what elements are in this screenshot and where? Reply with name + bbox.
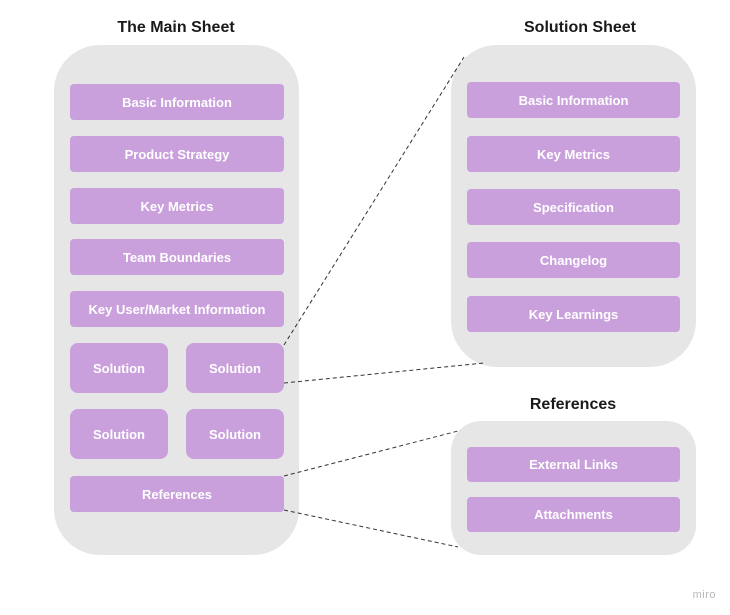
connector-solution-top bbox=[283, 56, 465, 346]
main-basic-information[interactable]: Basic Information bbox=[70, 84, 284, 120]
main-sheet-title: The Main Sheet bbox=[117, 19, 235, 36]
miro-watermark: miro bbox=[692, 589, 716, 601]
solution-basic-information[interactable]: Basic Information bbox=[467, 82, 680, 118]
main-solution-3[interactable]: Solution bbox=[70, 409, 168, 459]
solution-key-metrics[interactable]: Key Metrics bbox=[467, 136, 680, 172]
main-solution-2[interactable]: Solution bbox=[186, 343, 284, 393]
references-sheet-title: References bbox=[529, 396, 617, 413]
references-external-links[interactable]: External Links bbox=[467, 447, 680, 482]
main-key-metrics[interactable]: Key Metrics bbox=[70, 188, 284, 224]
solution-specification[interactable]: Specification bbox=[467, 189, 680, 225]
references-panel bbox=[451, 421, 696, 555]
main-references[interactable]: References bbox=[70, 476, 284, 512]
solution-sheet-title: Solution Sheet bbox=[524, 19, 636, 36]
main-team-boundaries[interactable]: Team Boundaries bbox=[70, 239, 284, 275]
main-product-strategy[interactable]: Product Strategy bbox=[70, 136, 284, 172]
references-attachments[interactable]: Attachments bbox=[467, 497, 680, 532]
main-key-user-market-information[interactable]: Key User/Market Information bbox=[70, 291, 284, 327]
connector-solution-bottom bbox=[283, 362, 485, 384]
connector-references-top bbox=[283, 430, 459, 477]
solution-key-learnings[interactable]: Key Learnings bbox=[467, 296, 680, 332]
connector-references-bottom bbox=[283, 509, 459, 548]
solution-changelog[interactable]: Changelog bbox=[467, 242, 680, 278]
main-solution-4[interactable]: Solution bbox=[186, 409, 284, 459]
main-solution-1[interactable]: Solution bbox=[70, 343, 168, 393]
